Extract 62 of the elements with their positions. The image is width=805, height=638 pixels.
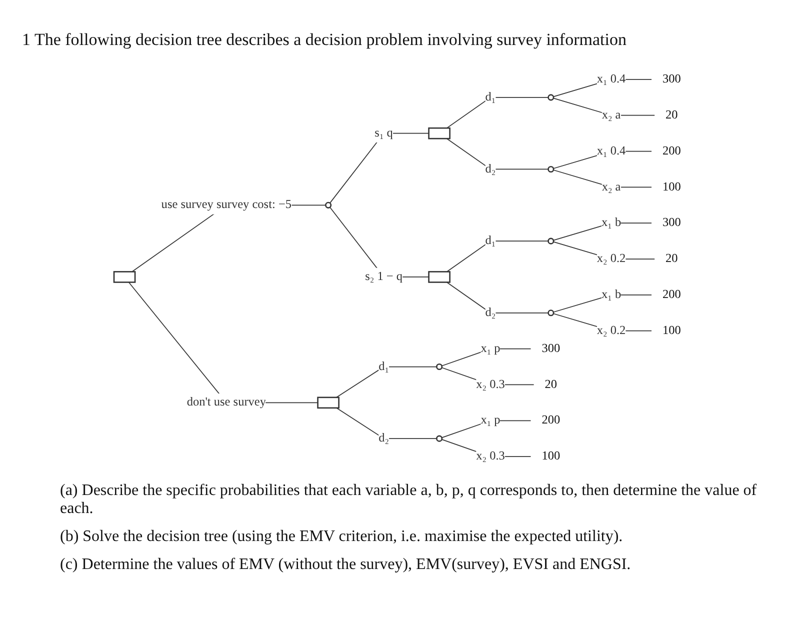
edge-label: use survey survey cost: −5	[161, 198, 292, 212]
edge-label: d₁	[485, 90, 496, 104]
connector	[329, 132, 430, 204]
edge-label: d₂	[485, 162, 496, 176]
connector	[446, 240, 548, 272]
question-text: (c) Determine the values of EMV (without the survey), EMV(survey), EVSI and ENGSI.	[60, 556, 632, 574]
edge-label: d₂	[485, 306, 496, 320]
edge-label: s₁ q	[374, 126, 393, 140]
node-text: 20	[665, 252, 678, 266]
connector	[336, 407, 437, 440]
node-circle	[547, 310, 554, 316]
edge-label: x₂ 0.3	[476, 378, 505, 392]
edge-label: x₁ 0.4	[596, 144, 626, 158]
edge-label: x₁ p	[480, 414, 500, 428]
connector	[336, 366, 437, 398]
node-box	[428, 271, 450, 283]
edge-label: x₂ a	[602, 108, 621, 122]
node-circle	[436, 435, 442, 442]
node-text: 20	[544, 378, 557, 392]
node-text: 100	[662, 180, 681, 194]
node-box	[113, 271, 136, 283]
edge-label: x₁ b	[601, 288, 621, 302]
connector	[441, 420, 532, 438]
node-text: 100	[541, 450, 560, 464]
node-text: 300	[662, 72, 681, 86]
node-box	[316, 396, 340, 409]
edge-label: x₁ 0.4	[596, 72, 626, 86]
edge-label: d₂	[378, 432, 389, 446]
node-text: 200	[541, 414, 560, 428]
edge-label: s₂ 1 − q	[364, 270, 402, 284]
node-circle	[547, 238, 554, 244]
connector	[552, 170, 652, 188]
connector	[446, 138, 548, 170]
connector	[441, 348, 532, 366]
node-text: 200	[662, 288, 681, 302]
question-text: (a) Describe the specific probabilities that each variable a, b, p, q corresponds to, then determine the value of each.	[60, 482, 758, 518]
node-circle	[547, 166, 554, 173]
node-text: 300	[541, 342, 560, 356]
node-box	[428, 127, 450, 140]
edge-label: don't use survey	[186, 396, 266, 410]
node-circle	[324, 202, 332, 208]
question-title: 1 The following decision tree describes a decision problem involving survey information	[22, 30, 626, 50]
edge-label: x₂ 0.2	[596, 252, 626, 266]
node-text: 20	[665, 108, 678, 122]
question-text: (b) Solve the decision tree (using the EMV criterion, i.e. maximise the expected utility).	[60, 528, 624, 546]
connector	[552, 98, 656, 116]
edge-label: x₂ 0.2	[596, 324, 626, 338]
edge-label: d₁	[485, 234, 496, 248]
node-text: 100	[662, 324, 681, 338]
edge-label: x₂ 0.3	[476, 450, 505, 464]
node-circle	[436, 363, 442, 370]
edge-label: x₁ p	[480, 342, 500, 356]
node-text: 300	[662, 216, 681, 230]
edge-label: x₁ b	[601, 216, 621, 230]
connector	[552, 294, 652, 313]
edge-label: d₁	[378, 360, 389, 374]
connector	[446, 282, 548, 314]
connector	[552, 222, 652, 241]
connector	[446, 96, 548, 129]
edge-label: x₂ a	[602, 180, 621, 194]
node-text: 200	[662, 144, 681, 158]
node-circle	[547, 94, 554, 101]
